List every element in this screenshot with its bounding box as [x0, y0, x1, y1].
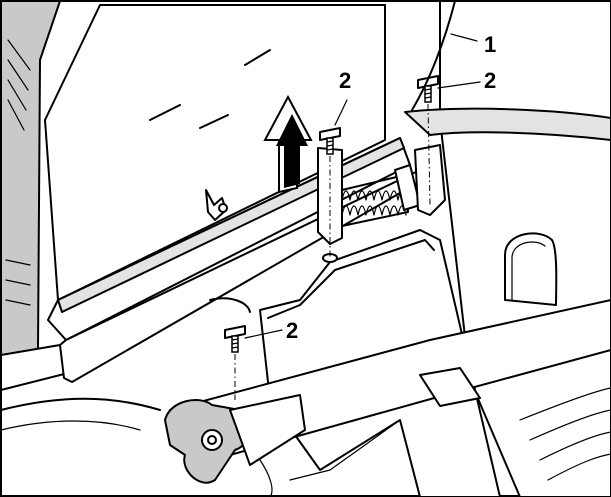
- screw-icon: [224, 325, 246, 353]
- wing-nut-icon: [205, 189, 228, 221]
- lower-frame: [0, 297, 251, 431]
- leader-lines: [244, 33, 481, 339]
- spring-assembly: [317, 144, 446, 263]
- screw-icon: [319, 127, 341, 155]
- handle-assembly: [164, 299, 611, 497]
- callout-2-bottom: 2: [286, 318, 298, 343]
- screw-icon: [417, 75, 439, 103]
- guide-lines: [234, 103, 431, 400]
- left-housing: [0, 0, 81, 391]
- up-arrow-icon: [263, 94, 313, 194]
- callout-2-top: 2: [339, 68, 351, 93]
- callout-1: 1: [484, 32, 496, 57]
- callout-2-right: 2: [484, 68, 496, 93]
